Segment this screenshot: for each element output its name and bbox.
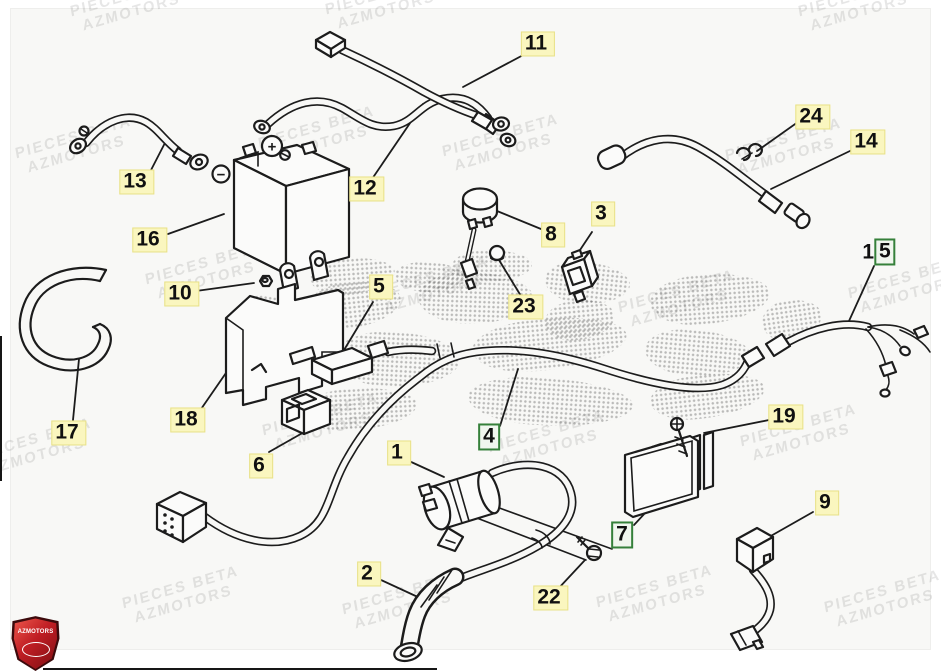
part-label-24[interactable]: 24 — [795, 104, 831, 130]
part-label-8[interactable]: 8 — [541, 222, 565, 248]
part-17-battery-strap — [18, 266, 112, 372]
part-4-main-harness — [155, 339, 753, 547]
part-label-2[interactable]: 2 — [357, 561, 381, 587]
logo-swoosh-ellipse — [21, 641, 50, 657]
part-1-ignition-coil — [417, 460, 613, 583]
part-label-17[interactable]: 17 — [51, 420, 87, 446]
part-label-16[interactable]: 16 — [132, 227, 168, 253]
part-label-9[interactable]: 9 — [815, 490, 839, 516]
part-label-13[interactable]: 13 — [119, 169, 155, 195]
part-7-regulator — [623, 430, 715, 519]
part-9-cdi-unit — [729, 526, 775, 652]
part-24-clamp — [735, 142, 763, 162]
part-label-12[interactable]: 12 — [349, 176, 385, 202]
part-11-starter-cable — [314, 30, 511, 132]
scan-edge-bottom — [43, 668, 437, 670]
part-label-18[interactable]: 18 — [170, 407, 206, 433]
part-15-harness — [740, 320, 931, 398]
svg-text:+: + — [268, 138, 277, 155]
part-2-spark-plug-cap — [393, 567, 465, 663]
part-label-19[interactable]: 19 — [768, 404, 804, 430]
part-22-bolt — [575, 535, 603, 562]
part-label-7[interactable]: 7 — [611, 521, 633, 549]
svg-text:−: − — [217, 166, 226, 183]
part-13-ground-cable — [69, 113, 209, 171]
battery-minus-terminal-mark — [211, 164, 231, 184]
part-5-flat-box — [310, 346, 374, 386]
scan-edge-left — [0, 336, 2, 481]
part-label-23[interactable]: 23 — [508, 294, 544, 320]
part-label-11[interactable]: 11 — [520, 31, 556, 57]
part-23-nut — [488, 244, 506, 262]
battery-plus-terminal-mark — [260, 134, 284, 158]
part-label-4[interactable]: 4 — [478, 423, 500, 451]
part-8-switch — [459, 187, 499, 291]
part-19-screw — [669, 416, 689, 458]
azmotors-logo: AZMOTORS — [11, 616, 60, 671]
part-6-relay — [280, 388, 332, 436]
part-label-1[interactable]: 1 — [387, 440, 411, 466]
part-label-22[interactable]: 22 — [533, 585, 569, 611]
connector-pins — [163, 513, 174, 537]
logo-brand-text: AZMOTORS — [17, 628, 54, 635]
part-label-6[interactable]: 6 — [249, 453, 273, 479]
part-label-10[interactable]: 10 — [164, 281, 200, 307]
part-16-battery: + − — [211, 134, 351, 276]
part-3-switch — [560, 248, 600, 304]
part-14-cable — [596, 134, 811, 230]
part-label-3[interactable]: 3 — [591, 201, 615, 227]
part-label-5[interactable]: 5 — [369, 274, 393, 300]
part-label-14[interactable]: 14 — [850, 129, 886, 155]
part-10-nut — [258, 274, 274, 288]
